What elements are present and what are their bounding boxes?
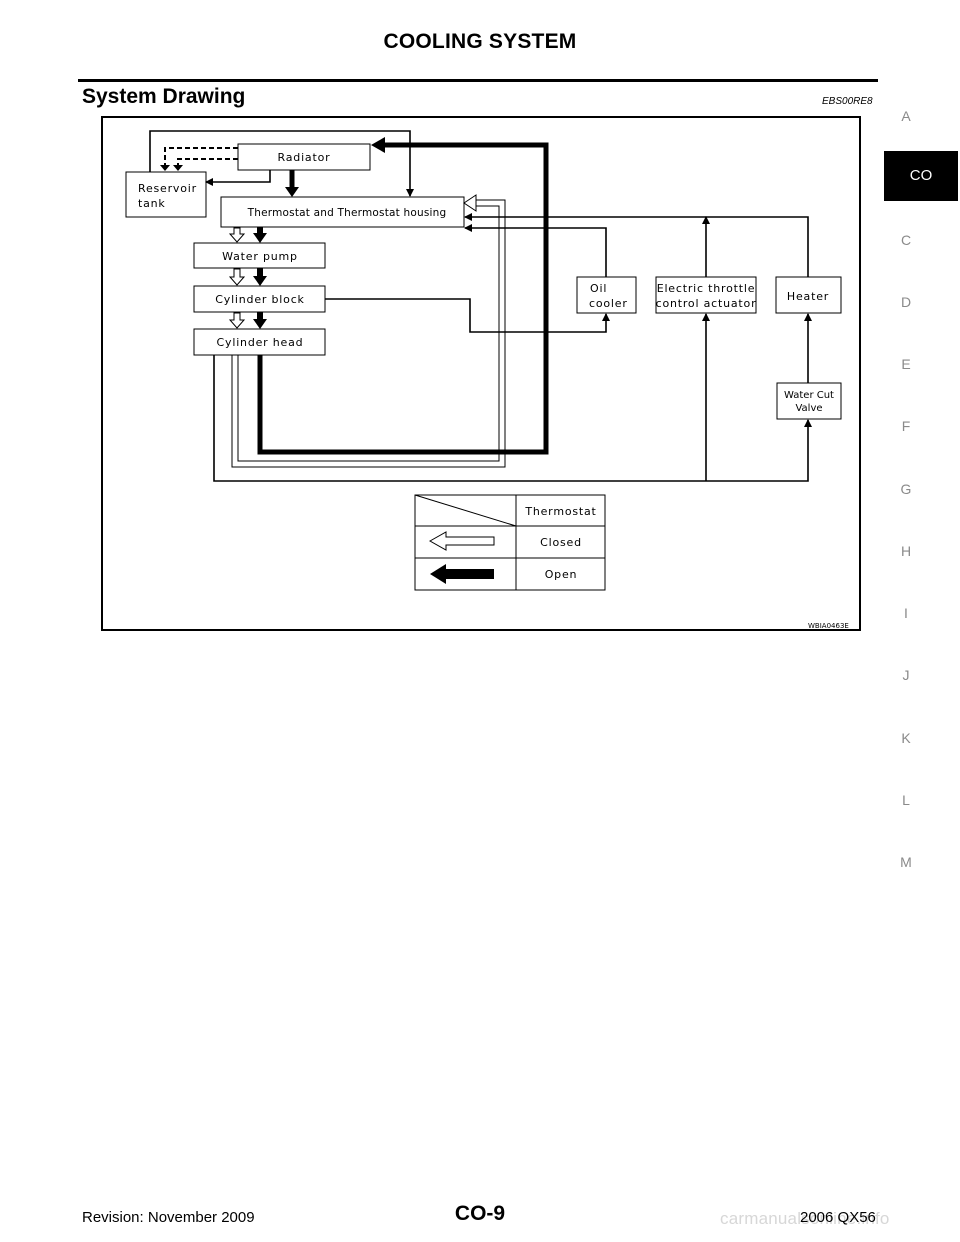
- open-flow-line: [257, 142, 549, 455]
- flow-line: [464, 213, 809, 277]
- thermostat-housing-label: Thermostat and Thermostat housing: [247, 207, 447, 219]
- oil-cooler-box: [576, 276, 637, 314]
- reservoir-tank-label: tank: [138, 197, 166, 210]
- open-flow-arrow: [253, 227, 267, 243]
- dashed-line: [177, 158, 238, 165]
- watermark: carmanualsonline.info: [720, 1209, 890, 1228]
- cylinder-head-label: Cylinder head: [217, 336, 304, 349]
- page-number: CO-9: [454, 1202, 506, 1225]
- thermostat-housing-box: [220, 196, 465, 228]
- side-index-letter[interactable]: C: [900, 232, 912, 248]
- water-cut-valve-box: [776, 382, 842, 420]
- thermostat-legend: Thermostat Closed Open: [414, 494, 606, 591]
- legend-closed-label: Closed: [540, 536, 582, 549]
- legend-diagonal: [414, 494, 517, 527]
- cylinder-head-box: [193, 328, 326, 356]
- closed-flow-arrow: [463, 194, 477, 212]
- closed-flow-arrow: [228, 227, 246, 243]
- revision-date: Revision: November 2009: [82, 1209, 255, 1226]
- electric-throttle-label: control actuator: [656, 297, 757, 310]
- flow-line: [149, 130, 414, 197]
- side-index-letter[interactable]: F: [901, 418, 911, 434]
- cylinder-block-label: Cylinder block: [215, 293, 304, 306]
- closed-flow-line: [237, 205, 500, 462]
- legend-open-label: Open: [545, 568, 578, 581]
- model-year: 2006 QX56: [800, 1209, 876, 1226]
- closed-flow-arrow: [228, 268, 246, 286]
- flow-line: [213, 355, 812, 482]
- side-index-letter[interactable]: H: [900, 543, 912, 559]
- water-pump-box: [193, 242, 326, 269]
- oil-cooler-label: cooler: [589, 297, 628, 310]
- open-arrow-icon: [430, 564, 494, 584]
- figure-code: WBIA0463E: [808, 622, 849, 630]
- side-index-letter[interactable]: E: [901, 356, 911, 372]
- electric-throttle-box: [655, 276, 757, 314]
- arrow-head: [173, 165, 183, 171]
- heater-box: [775, 276, 842, 314]
- radiator-label: Radiator: [278, 151, 331, 164]
- dashed-line: [164, 147, 238, 165]
- closed-flow-arrow: [228, 312, 246, 329]
- arrow-head: [160, 165, 170, 171]
- page-title: COOLING SYSTEM: [383, 30, 577, 53]
- water-cut-valve-label: Water Cut: [784, 390, 834, 401]
- side-index-letter[interactable]: A: [901, 108, 911, 124]
- side-index-active-tab[interactable]: CO: [884, 151, 958, 201]
- side-index-letter[interactable]: G: [900, 481, 912, 497]
- legend-header: Thermostat: [524, 505, 596, 518]
- side-index-letter[interactable]: L: [902, 792, 910, 808]
- flow-line: [325, 298, 610, 333]
- title-rule: [78, 79, 878, 82]
- reference-code: EBS00RE8: [822, 96, 873, 107]
- closed-flow-line: [231, 199, 506, 468]
- cooling-system-diagram: Radiator Reservoir tank Thermostat and T…: [125, 130, 849, 630]
- side-index-letter[interactable]: J: [902, 667, 910, 683]
- side-index-letter[interactable]: I: [904, 605, 908, 621]
- oil-cooler-label: Oil: [590, 282, 607, 295]
- closed-arrow-icon: [428, 531, 495, 551]
- flow-line: [464, 224, 607, 277]
- side-index-letter[interactable]: K: [901, 730, 911, 746]
- heater-label: Heater: [787, 290, 829, 303]
- water-cut-valve-label: Valve: [795, 403, 822, 414]
- reservoir-tank-label: Reservoir: [138, 182, 197, 195]
- radiator-box: [237, 143, 371, 171]
- flow-line: [205, 170, 271, 186]
- electric-throttle-label: Electric throttle: [657, 282, 756, 295]
- water-pump-label: Water pump: [222, 250, 298, 263]
- system-drawing-figure: [101, 116, 861, 631]
- side-index-letter[interactable]: D: [900, 294, 912, 310]
- open-flow-arrow: [253, 312, 267, 329]
- section-title: System Drawing: [82, 85, 246, 108]
- open-flow-arrow: [253, 268, 267, 286]
- open-flow-arrow: [371, 137, 385, 153]
- side-index-letter[interactable]: M: [900, 854, 912, 870]
- reservoir-tank-box: [125, 171, 207, 218]
- open-flow-arrow: [285, 187, 299, 197]
